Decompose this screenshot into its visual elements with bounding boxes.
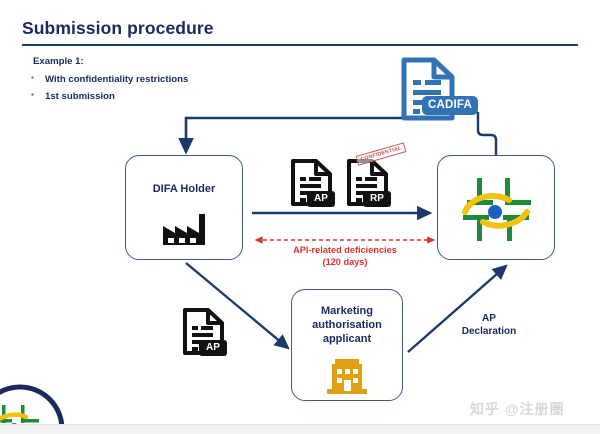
- ema-logo-icon: [462, 178, 531, 241]
- ap-document-group: AP: [289, 158, 343, 214]
- ap-declaration-label: AP Declaration: [440, 312, 538, 338]
- bullet-item-2: 1st submission: [31, 90, 115, 102]
- page-title: Submission procedure: [22, 18, 214, 38]
- difa-holder-label: DIFA Holder: [152, 183, 216, 195]
- node-ma-applicant[interactable]: Marketing authorisation applicant: [291, 289, 403, 401]
- page-bottom-edge: [0, 424, 600, 434]
- ap-declaration-line1: AP: [482, 313, 496, 324]
- node-difa-holder[interactable]: DIFA Holder: [125, 155, 243, 260]
- connector-cadifa-to-difa: [178, 116, 404, 155]
- rp-document-group: CONFIDENTIAL RP: [345, 142, 407, 214]
- ap-badge: AP: [307, 191, 335, 207]
- api-deficiencies-line2: (120 days): [322, 257, 368, 267]
- connector-applicant-to-ema: [407, 264, 508, 353]
- rp-badge: RP: [363, 191, 391, 207]
- watermark-text: 知乎 @注册圈: [470, 401, 565, 417]
- ap-declaration-line2: Declaration: [461, 326, 517, 337]
- ap-lower-badge: AP: [199, 340, 227, 356]
- ma-applicant-label: Marketing authorisation applicant: [312, 305, 382, 345]
- example-label: Example 1:: [33, 56, 84, 67]
- building-icon: [327, 359, 367, 394]
- api-deficiencies-label: API-related deficiencies (120 days): [259, 244, 431, 268]
- node-ema[interactable]: [437, 155, 555, 260]
- ap-lower-document-group: AP: [181, 307, 235, 363]
- bullet-item-1: With confidentiality restrictions: [31, 73, 188, 85]
- cadifa-document-group: CADIFA: [398, 56, 488, 128]
- api-deficiencies-line1: API-related deficiencies: [293, 245, 397, 255]
- cadifa-badge: CADIFA: [422, 96, 479, 115]
- factory-icon: [163, 214, 205, 245]
- title-divider: [22, 44, 578, 46]
